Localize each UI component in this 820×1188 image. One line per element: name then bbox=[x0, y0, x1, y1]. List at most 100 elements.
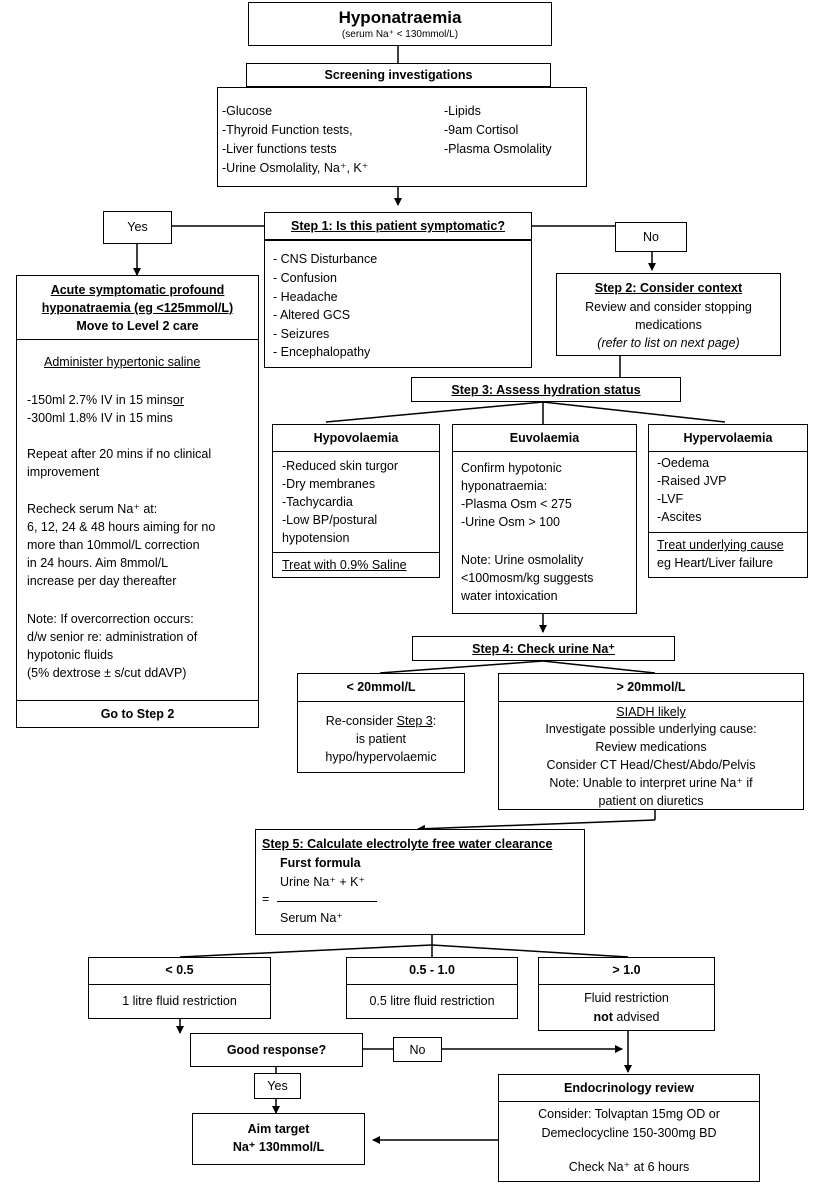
yes-label: Yes bbox=[127, 220, 148, 234]
yes2-box bbox=[254, 1073, 301, 1099]
formula-denominator: Serum Na⁺ bbox=[280, 911, 343, 925]
step1-box bbox=[264, 240, 532, 368]
endocrinology-line: Check Na⁺ at 6 hours bbox=[568, 1160, 690, 1174]
yes-box bbox=[103, 211, 172, 244]
range-box-low bbox=[88, 957, 271, 1019]
title-main: Hyponatraemia bbox=[338, 8, 462, 27]
step2-line2: medications bbox=[635, 318, 702, 332]
hypovolaemia-item: hypotension bbox=[282, 531, 350, 545]
formula-equals: = bbox=[262, 892, 270, 906]
acute-note: hypotonic fluids bbox=[27, 648, 114, 662]
symptom-item: - Seizures bbox=[273, 327, 330, 341]
formula-title: Furst formula bbox=[280, 856, 361, 870]
aim-target-line2: Na⁺ 130mmol/L bbox=[232, 1140, 325, 1154]
low-na-line3: hypo/hypervolaemic bbox=[325, 750, 437, 764]
acute-footer: Go to Step 2 bbox=[100, 707, 175, 721]
symptom-item: - Encephalopathy bbox=[273, 345, 371, 359]
step1-header: Step 1: Is this patient symptomatic? bbox=[291, 219, 505, 233]
screening-header-box bbox=[246, 63, 551, 87]
euvolaemia-box bbox=[452, 424, 637, 614]
step4-header: Step 4: Check urine Na⁺ bbox=[472, 642, 615, 656]
high-na-box bbox=[498, 673, 804, 810]
acute-note: Note: If overcorrection occurs: bbox=[27, 612, 194, 626]
aim-target-line1: Aim target bbox=[247, 1122, 310, 1136]
acute-repeat: improvement bbox=[27, 465, 100, 479]
yes2-label: Yes bbox=[267, 1079, 288, 1093]
range-text: 1 litre fluid restriction bbox=[122, 994, 237, 1008]
step2-box bbox=[556, 273, 781, 356]
symptom-item: - Headache bbox=[273, 290, 338, 304]
divider bbox=[297, 701, 465, 702]
euvolaemia-note: <100mosm/kg suggests bbox=[461, 571, 594, 585]
high-na-line: Consider CT Head/Chest/Abdo/Pelvis bbox=[546, 758, 756, 772]
acute-header-line1: Acute symptomatic profound bbox=[50, 283, 225, 297]
endocrinology-line: Consider: Tolvaptan 15mg OD or bbox=[538, 1107, 720, 1121]
acute-dose2: -300ml 1.8% IV in 15 mins bbox=[27, 411, 173, 425]
no2-box bbox=[393, 1037, 442, 1062]
range-header: < 0.5 bbox=[165, 963, 194, 977]
symptom-item: - Altered GCS bbox=[273, 308, 351, 322]
range-header: 0.5 - 1.0 bbox=[409, 963, 455, 977]
screening-item: -Urine Osmolality, Na⁺, K⁺ bbox=[222, 161, 369, 175]
acute-recheck: more than 10mmol/L correction bbox=[27, 538, 200, 552]
hypervolaemia-item: -Raised JVP bbox=[657, 474, 727, 488]
screening-item: -Thyroid Function tests, bbox=[222, 123, 353, 137]
hypervolaemia-item: -LVF bbox=[657, 492, 684, 506]
range-header: > 1.0 bbox=[612, 963, 641, 977]
range-text: not advised bbox=[593, 1010, 660, 1024]
hypovolaemia-item: -Tachycardia bbox=[282, 495, 353, 509]
low-na-line1: Re-consider Step 3: bbox=[325, 714, 437, 728]
acute-note: d/w senior re: administration of bbox=[27, 630, 198, 644]
hypovolaemia-footer: Treat with 0.9% Saline bbox=[282, 558, 407, 572]
divider bbox=[346, 984, 518, 985]
euvolaemia-line: Confirm hypotonic bbox=[461, 461, 562, 475]
divider bbox=[272, 552, 440, 553]
divider bbox=[88, 984, 271, 985]
high-na-line: Note: Unable to interpret urine Na⁺ if bbox=[549, 776, 753, 790]
no2-label: No bbox=[409, 1043, 426, 1057]
fraction-bar bbox=[277, 901, 377, 902]
screening-item: -Glucose bbox=[222, 104, 273, 118]
high-na-line: Investigate possible underlying cause: bbox=[545, 722, 757, 736]
divider bbox=[648, 451, 808, 452]
step5-box bbox=[255, 829, 585, 935]
hypervolaemia-item: -Oedema bbox=[657, 456, 710, 470]
screening-item: -Plasma Osmolality bbox=[444, 142, 552, 156]
step2-line3: (refer to list on next page) bbox=[597, 336, 740, 350]
low-na-line2: is patient bbox=[355, 732, 407, 746]
no-label: No bbox=[643, 230, 659, 244]
symptom-item: - CNS Disturbance bbox=[273, 252, 378, 266]
step2-line1: Review and consider stopping bbox=[585, 300, 752, 314]
euvolaemia-line: -Urine Osm > 100 bbox=[461, 515, 560, 529]
range-text: 0.5 litre fluid restriction bbox=[369, 994, 495, 1008]
divider bbox=[498, 701, 804, 702]
low-na-header: < 20mmol/L bbox=[346, 680, 416, 694]
step1-header-box bbox=[264, 212, 532, 240]
step2-header: Step 2: Consider context bbox=[594, 281, 743, 295]
divider bbox=[452, 451, 637, 452]
range-box-mid bbox=[346, 957, 518, 1019]
range-text: Fluid restriction bbox=[584, 991, 669, 1005]
divider bbox=[16, 339, 259, 340]
divider bbox=[538, 984, 715, 985]
symptom-item: - Confusion bbox=[273, 271, 337, 285]
euvolaemia-note: water intoxication bbox=[461, 589, 558, 603]
acute-repeat: Repeat after 20 mins if no clinical bbox=[27, 447, 212, 461]
endocrinology-header: Endocrinology review bbox=[564, 1081, 694, 1095]
aim-target-box bbox=[192, 1113, 365, 1165]
divider bbox=[16, 700, 259, 701]
divider bbox=[648, 532, 808, 533]
high-na-line: Review medications bbox=[595, 740, 707, 754]
high-na-header: > 20mmol/L bbox=[616, 680, 686, 694]
screening-header: Screening investigations bbox=[324, 68, 473, 82]
hypervolaemia-footer: eg Heart/Liver failure bbox=[657, 556, 774, 570]
acute-recheck: Recheck serum Na⁺ at: bbox=[27, 502, 158, 516]
range-box-high bbox=[538, 957, 715, 1031]
screening-item: -9am Cortisol bbox=[444, 123, 519, 137]
no-box bbox=[615, 222, 687, 252]
hypovolaemia-item: -Dry membranes bbox=[282, 477, 376, 491]
step3-box bbox=[411, 377, 681, 402]
hypovolaemia-header: Hypovolaemia bbox=[313, 431, 399, 445]
hypervolaemia-item: -Ascites bbox=[657, 510, 702, 524]
